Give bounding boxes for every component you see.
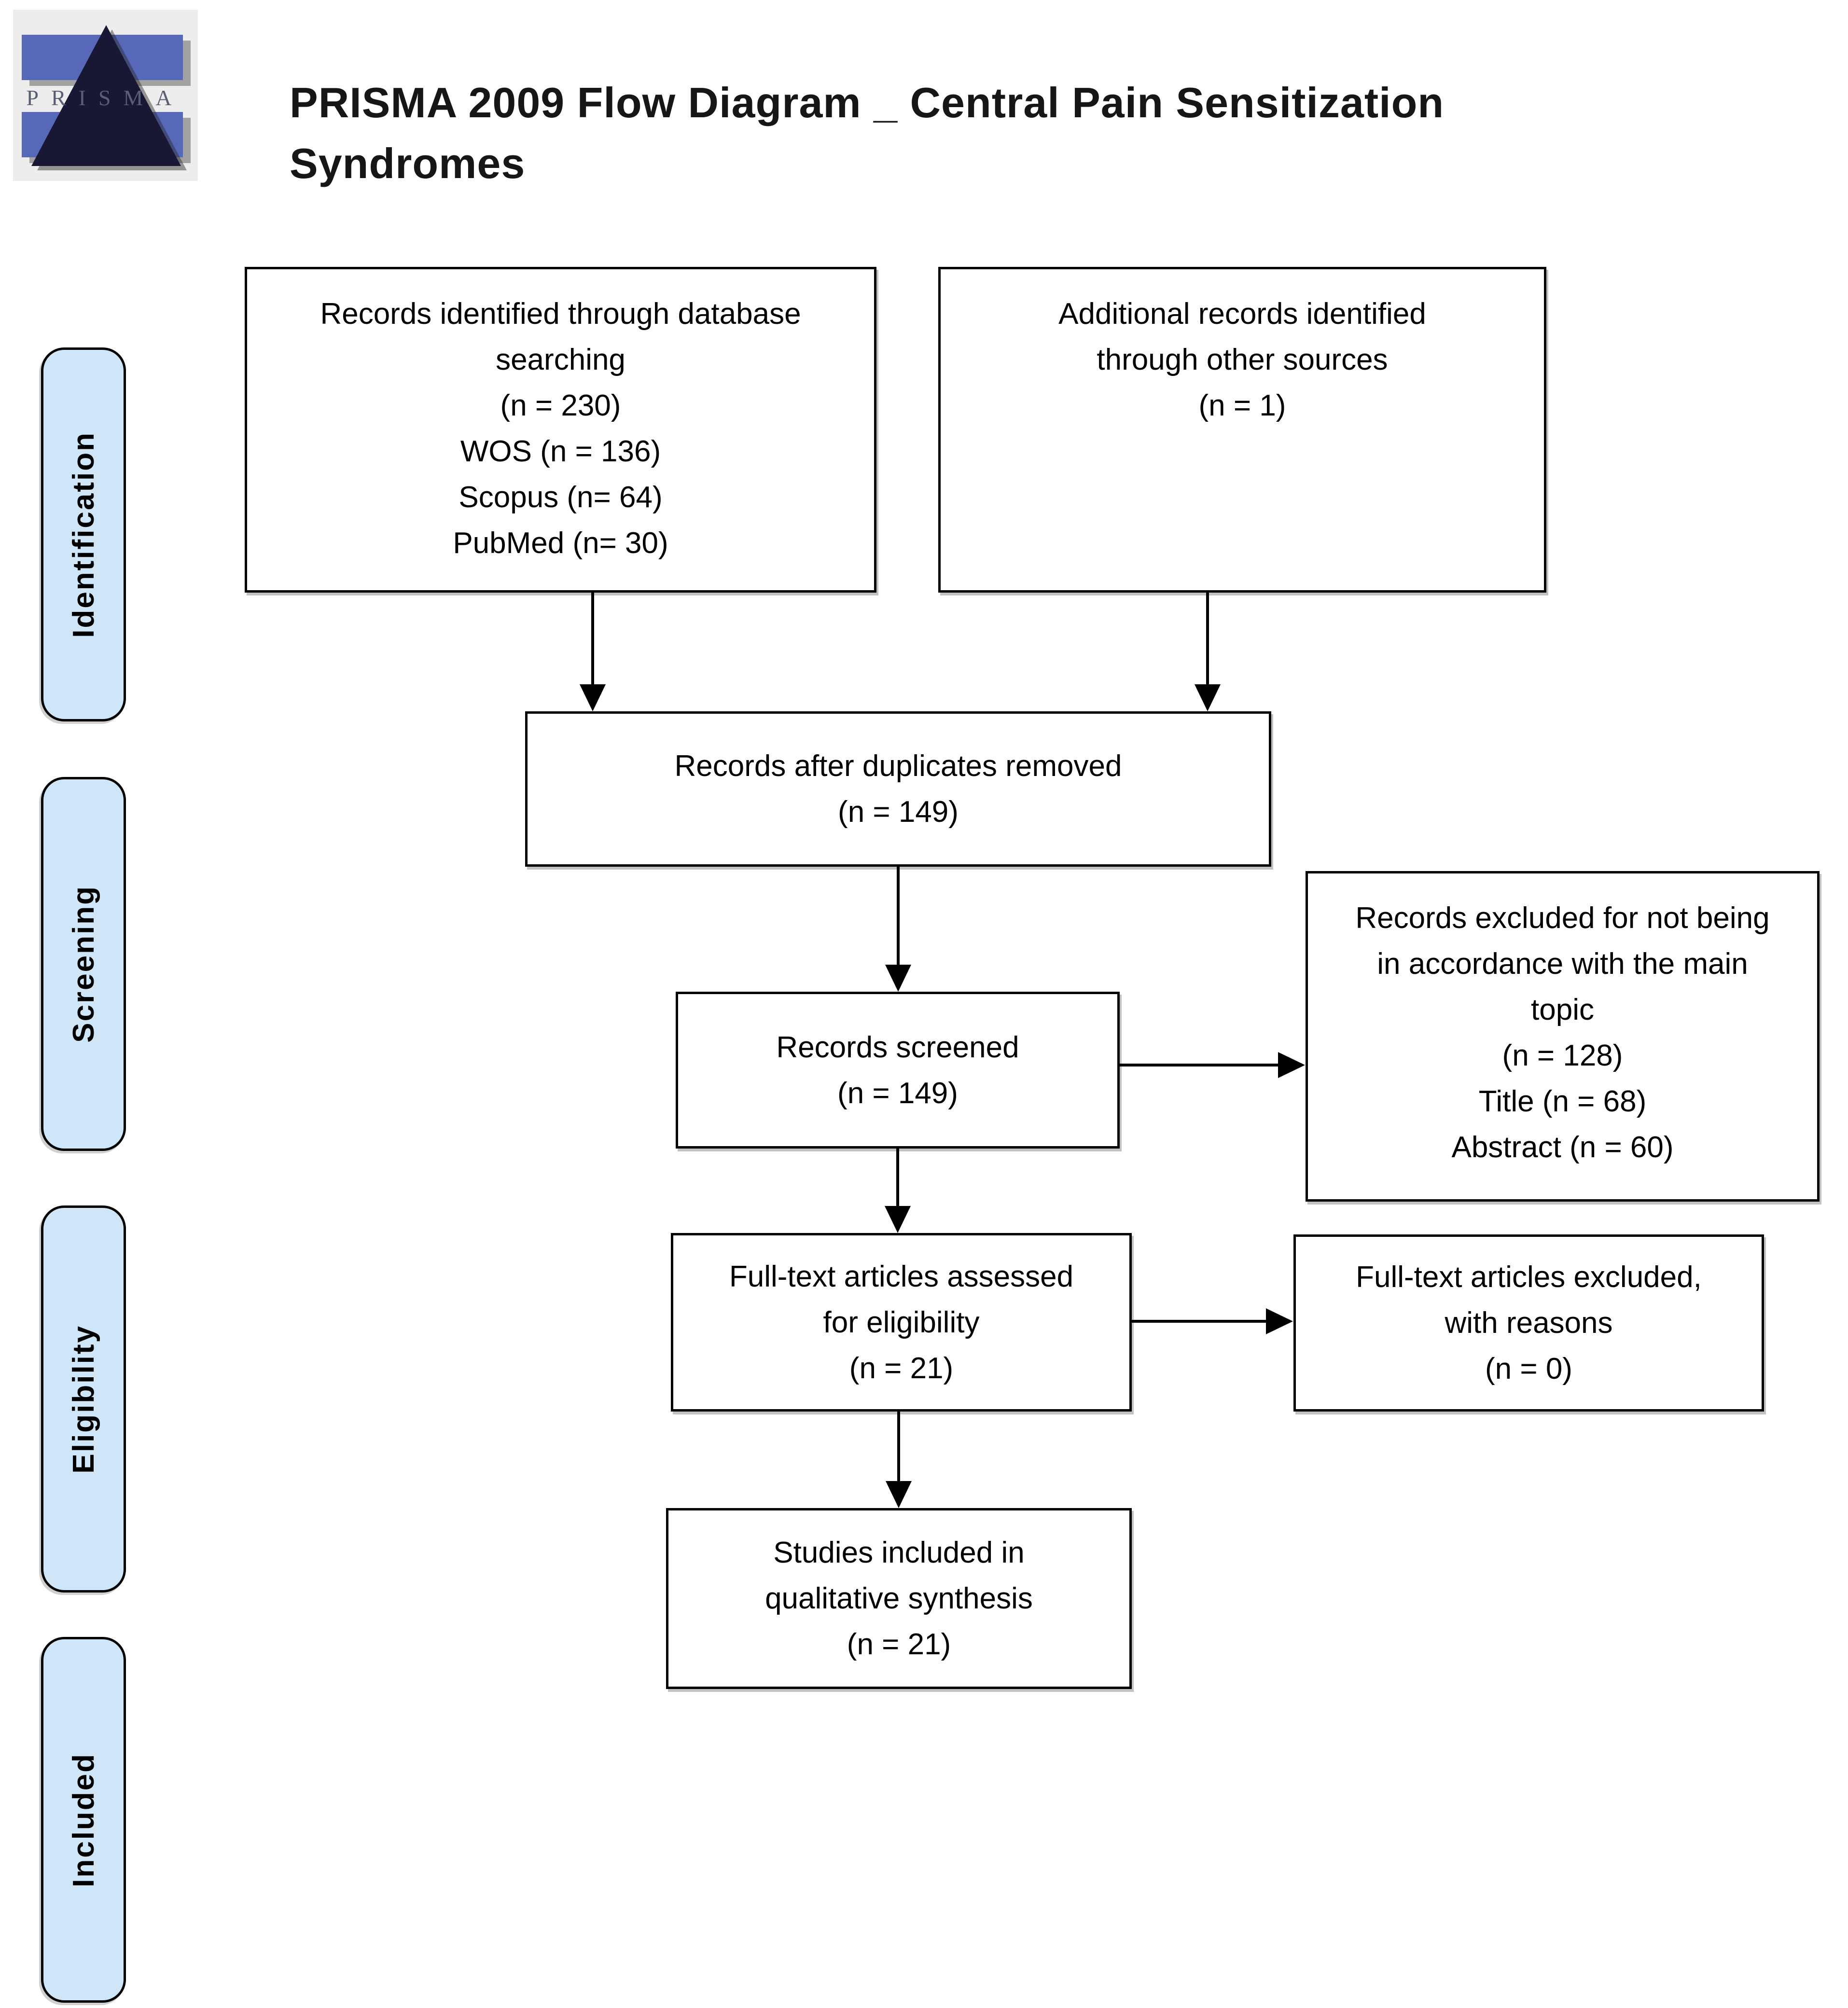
logo-wordmark: PRISMA (26, 85, 184, 110)
arrow-right-icon (1278, 1052, 1305, 1078)
connector-fulltext-to-included (897, 1412, 900, 1482)
text-line: in accordance with the main (1377, 947, 1748, 981)
text-line: (n = 149) (838, 795, 959, 829)
flow-box-studies-included: Studies included in qualitative synthesis… (666, 1508, 1132, 1689)
text-line: for eligibility (823, 1305, 980, 1339)
connector-duplicates-to-screened (897, 867, 900, 965)
text-line: (n = 21) (849, 1351, 954, 1385)
text-line: Full-text articles assessed (729, 1260, 1074, 1293)
text-line: Records after duplicates removed (674, 749, 1122, 783)
text-line: (n = 0) (1485, 1352, 1572, 1385)
flow-box-fulltext-assessed: Full-text articles assessed for eligibili… (671, 1233, 1132, 1412)
page-title-line2: Syndromes (290, 139, 526, 187)
flow-box-after-duplicates: Records after duplicates removed (n = 149… (525, 711, 1271, 867)
text-line: with reasons (1445, 1306, 1613, 1340)
connector-additional-to-duplicates (1206, 593, 1209, 685)
flow-box-additional-records: Additional records identified through oth… (938, 267, 1546, 593)
text-line: (n = 149) (837, 1076, 958, 1110)
stage-label-included-text: Included (67, 1752, 100, 1887)
text-line: Full-text articles excluded, (1356, 1260, 1702, 1294)
text-line: PubMed (n= 30) (453, 526, 668, 560)
arrow-right-icon (1266, 1308, 1293, 1334)
text-line: Abstract (n = 60) (1451, 1131, 1674, 1164)
arrow-down-icon (886, 1481, 912, 1508)
text-line: through other sources (1097, 343, 1388, 376)
flow-box-fulltext-excluded: Full-text articles excluded, with reasons… (1293, 1234, 1764, 1412)
arrow-down-icon (885, 1206, 911, 1233)
stage-label-screening-text: Screening (67, 885, 100, 1043)
stage-label-eligibility-text: Eligibility (67, 1324, 100, 1474)
page-title-line1: PRISMA 2009 Flow Diagram _ Central Pain … (290, 79, 1445, 126)
stage-label-screening: Screening (41, 777, 126, 1151)
arrow-down-icon (885, 965, 911, 992)
text-line: Studies included in (773, 1536, 1025, 1569)
text-line: WOS (n = 136) (460, 435, 661, 468)
stage-label-included: Included (41, 1637, 126, 2003)
connector-screened-to-excluded (1120, 1064, 1279, 1066)
text-line: (n = 230) (500, 389, 621, 422)
stage-label-identification: Identification (41, 347, 126, 721)
connector-screened-to-fulltext (896, 1149, 899, 1206)
text-line: Records identified through database (320, 297, 801, 331)
page-title: PRISMA 2009 Flow Diagram _ Central Pain … (290, 72, 1713, 194)
stage-label-identification-text: Identification (67, 431, 100, 638)
logo-triangle-icon (31, 25, 181, 166)
text-line: Records screened (776, 1030, 1019, 1064)
arrow-down-icon (1195, 684, 1221, 711)
arrow-down-icon (580, 684, 606, 711)
text-line: topic (1531, 993, 1594, 1026)
flow-box-records-excluded: Records excluded for not being in accorda… (1306, 871, 1820, 1202)
text-line: Additional records identified (1058, 297, 1426, 331)
text-line: qualitative synthesis (765, 1582, 1033, 1615)
connector-fulltext-to-excluded (1132, 1320, 1267, 1323)
connector-identified-to-duplicates (591, 593, 594, 685)
text-line: (n = 21) (847, 1628, 951, 1661)
text-line: (n = 1) (1198, 389, 1286, 422)
text-line: Records excluded for not being (1355, 901, 1770, 935)
flow-box-records-screened: Records screened (n = 149) (676, 992, 1120, 1149)
text-line: Title (n = 68) (1478, 1085, 1647, 1118)
flow-box-records-identified: Records identified through database searc… (245, 267, 876, 593)
prisma-logo: PRISMA (13, 10, 198, 181)
text-line: (n = 128) (1502, 1039, 1623, 1072)
stage-label-eligibility: Eligibility (41, 1205, 126, 1593)
text-line: searching (496, 343, 625, 376)
text-line: Scopus (n= 64) (459, 481, 663, 514)
